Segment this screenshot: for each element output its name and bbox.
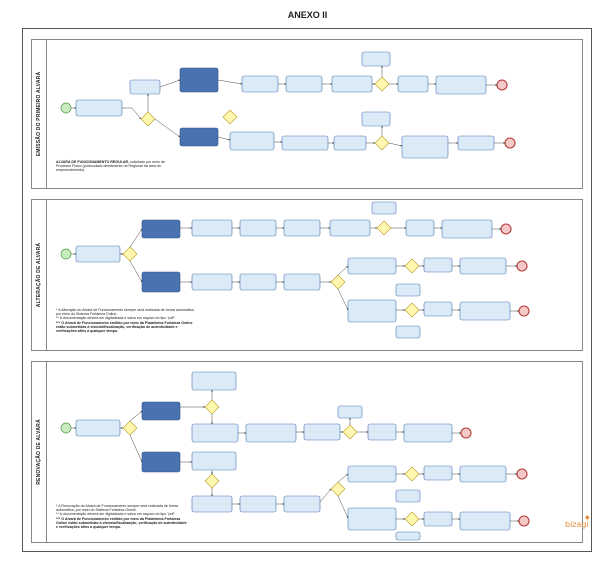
subprocess-alvara-facil [141,401,181,421]
end-event [516,468,528,480]
gateway [374,76,390,92]
page-title: ANEXO II [287,10,328,20]
bizagi-logo: bizagi [565,520,589,529]
gateway [222,109,238,125]
end-event [516,260,528,272]
lane-first-permit: EMISSÃO DO PRIMEIRO ALVARÁ [31,39,583,189]
start-event [60,248,72,260]
subprocess-regular [179,127,219,147]
gateway [404,302,420,318]
lane-flow-diagram [60,201,530,339]
gateway [330,481,346,497]
gateway [404,511,420,527]
end-event [496,79,508,91]
lane-permit-renewal: RENOVAÇÃO DE ALVARÁ [31,361,583,543]
process-diagram-frame: EMISSÃO DO PRIMEIRO ALVARÁ [22,28,592,552]
gateway [374,135,390,151]
logo-icon: ◆ [585,515,590,521]
gateway [376,220,392,236]
end-event [504,137,516,149]
subprocess-regular [141,271,181,293]
lane-flow-diagram [60,51,516,159]
subprocess-alvara-facil [141,219,181,239]
start-event [60,102,72,114]
lane-note: * A Alteração do Alvará de Funcionamento… [56,308,195,334]
lane-flow-diagram [60,371,530,541]
gateway [122,246,138,262]
task-adequacy [75,99,123,117]
gateway [140,111,156,127]
lane-label: ALTERAÇÃO DE ALVARÁ [32,200,47,350]
end-event [518,515,530,527]
lane-note: ALVARÁ DE FUNCIONAMENTO REGULAR, solicit… [56,160,166,173]
gateway [204,473,220,489]
gateway [330,274,346,290]
end-event [518,305,530,317]
lane-permit-change: ALTERAÇÃO DE ALVARÁ [31,199,583,351]
lane-label: EMISSÃO DO PRIMEIRO ALVARÁ [32,40,47,188]
gateway [404,466,420,482]
gateway [404,258,420,274]
end-event [500,223,512,235]
lane-note: * A Renovação do Alvará de Funcionamento… [56,504,187,530]
gateway [122,420,138,436]
gateway [204,399,220,415]
gateway [342,424,358,440]
subprocess-regular [141,451,181,473]
task-request [129,79,161,95]
subprocess-alvara-facil [179,67,219,93]
lane-label: RENOVAÇÃO DE ALVARÁ [32,362,47,542]
start-event [60,422,72,434]
end-event [460,427,472,439]
